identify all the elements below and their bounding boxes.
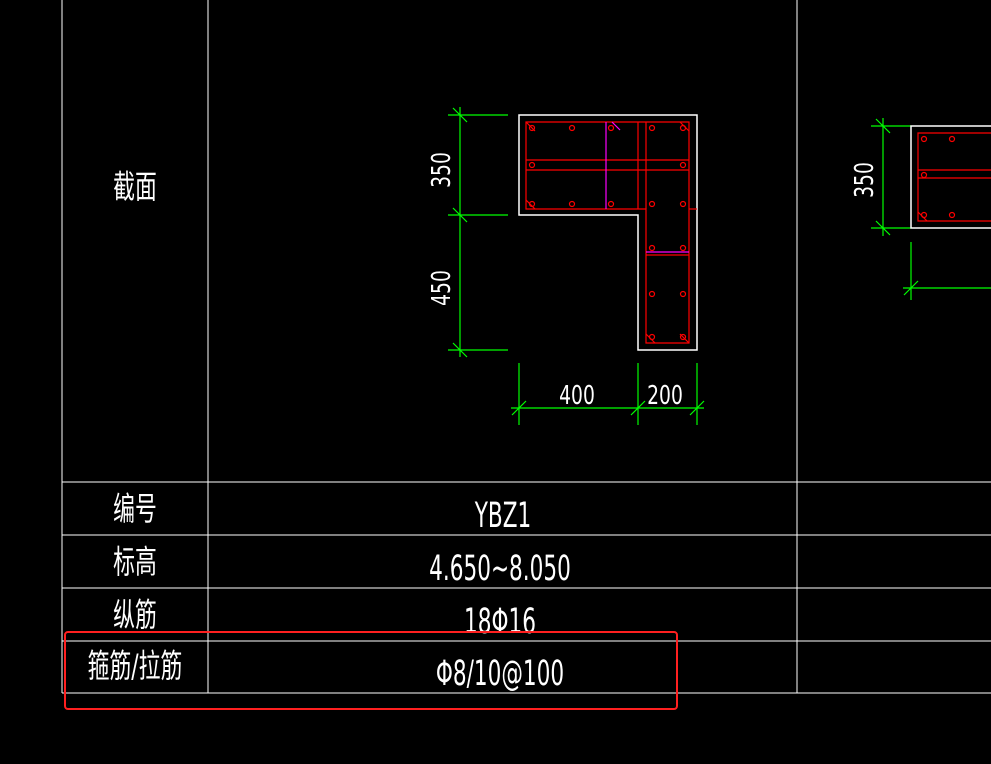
value-elevation: 4.650~8.050: [429, 548, 571, 589]
row-label-longitudinal-rebar: 纵筋: [113, 597, 157, 634]
rebar-dots: [528, 124, 687, 341]
stirrups: [525, 121, 697, 344]
dim-left-upper: 350: [427, 152, 457, 188]
row-label-number: 编号: [113, 491, 157, 528]
row-label-stirrup-tie: 箍筋/拉筋: [88, 648, 183, 685]
row-label-section: 截面: [113, 169, 157, 206]
next-section-outline: [910, 125, 991, 229]
table-grid: [61, 0, 991, 694]
value-stirrup-tie: Φ8/10@100: [436, 653, 564, 694]
section-outline: [518, 114, 698, 351]
dim-bottom-left: 400: [559, 381, 595, 411]
ties: [605, 121, 689, 253]
value-longitudinal-rebar: 18Φ16: [464, 601, 536, 642]
value-number: YBZ1: [474, 495, 531, 536]
dimension-lines: [448, 107, 991, 425]
dim-bottom-right: 200: [647, 381, 683, 411]
row-label-elevation: 标高: [113, 544, 157, 581]
dim-left-lower: 450: [427, 270, 457, 306]
highlight-box: [64, 631, 678, 710]
next-section-rebar: [917, 132, 991, 222]
dim-next-section: 350: [850, 162, 880, 198]
